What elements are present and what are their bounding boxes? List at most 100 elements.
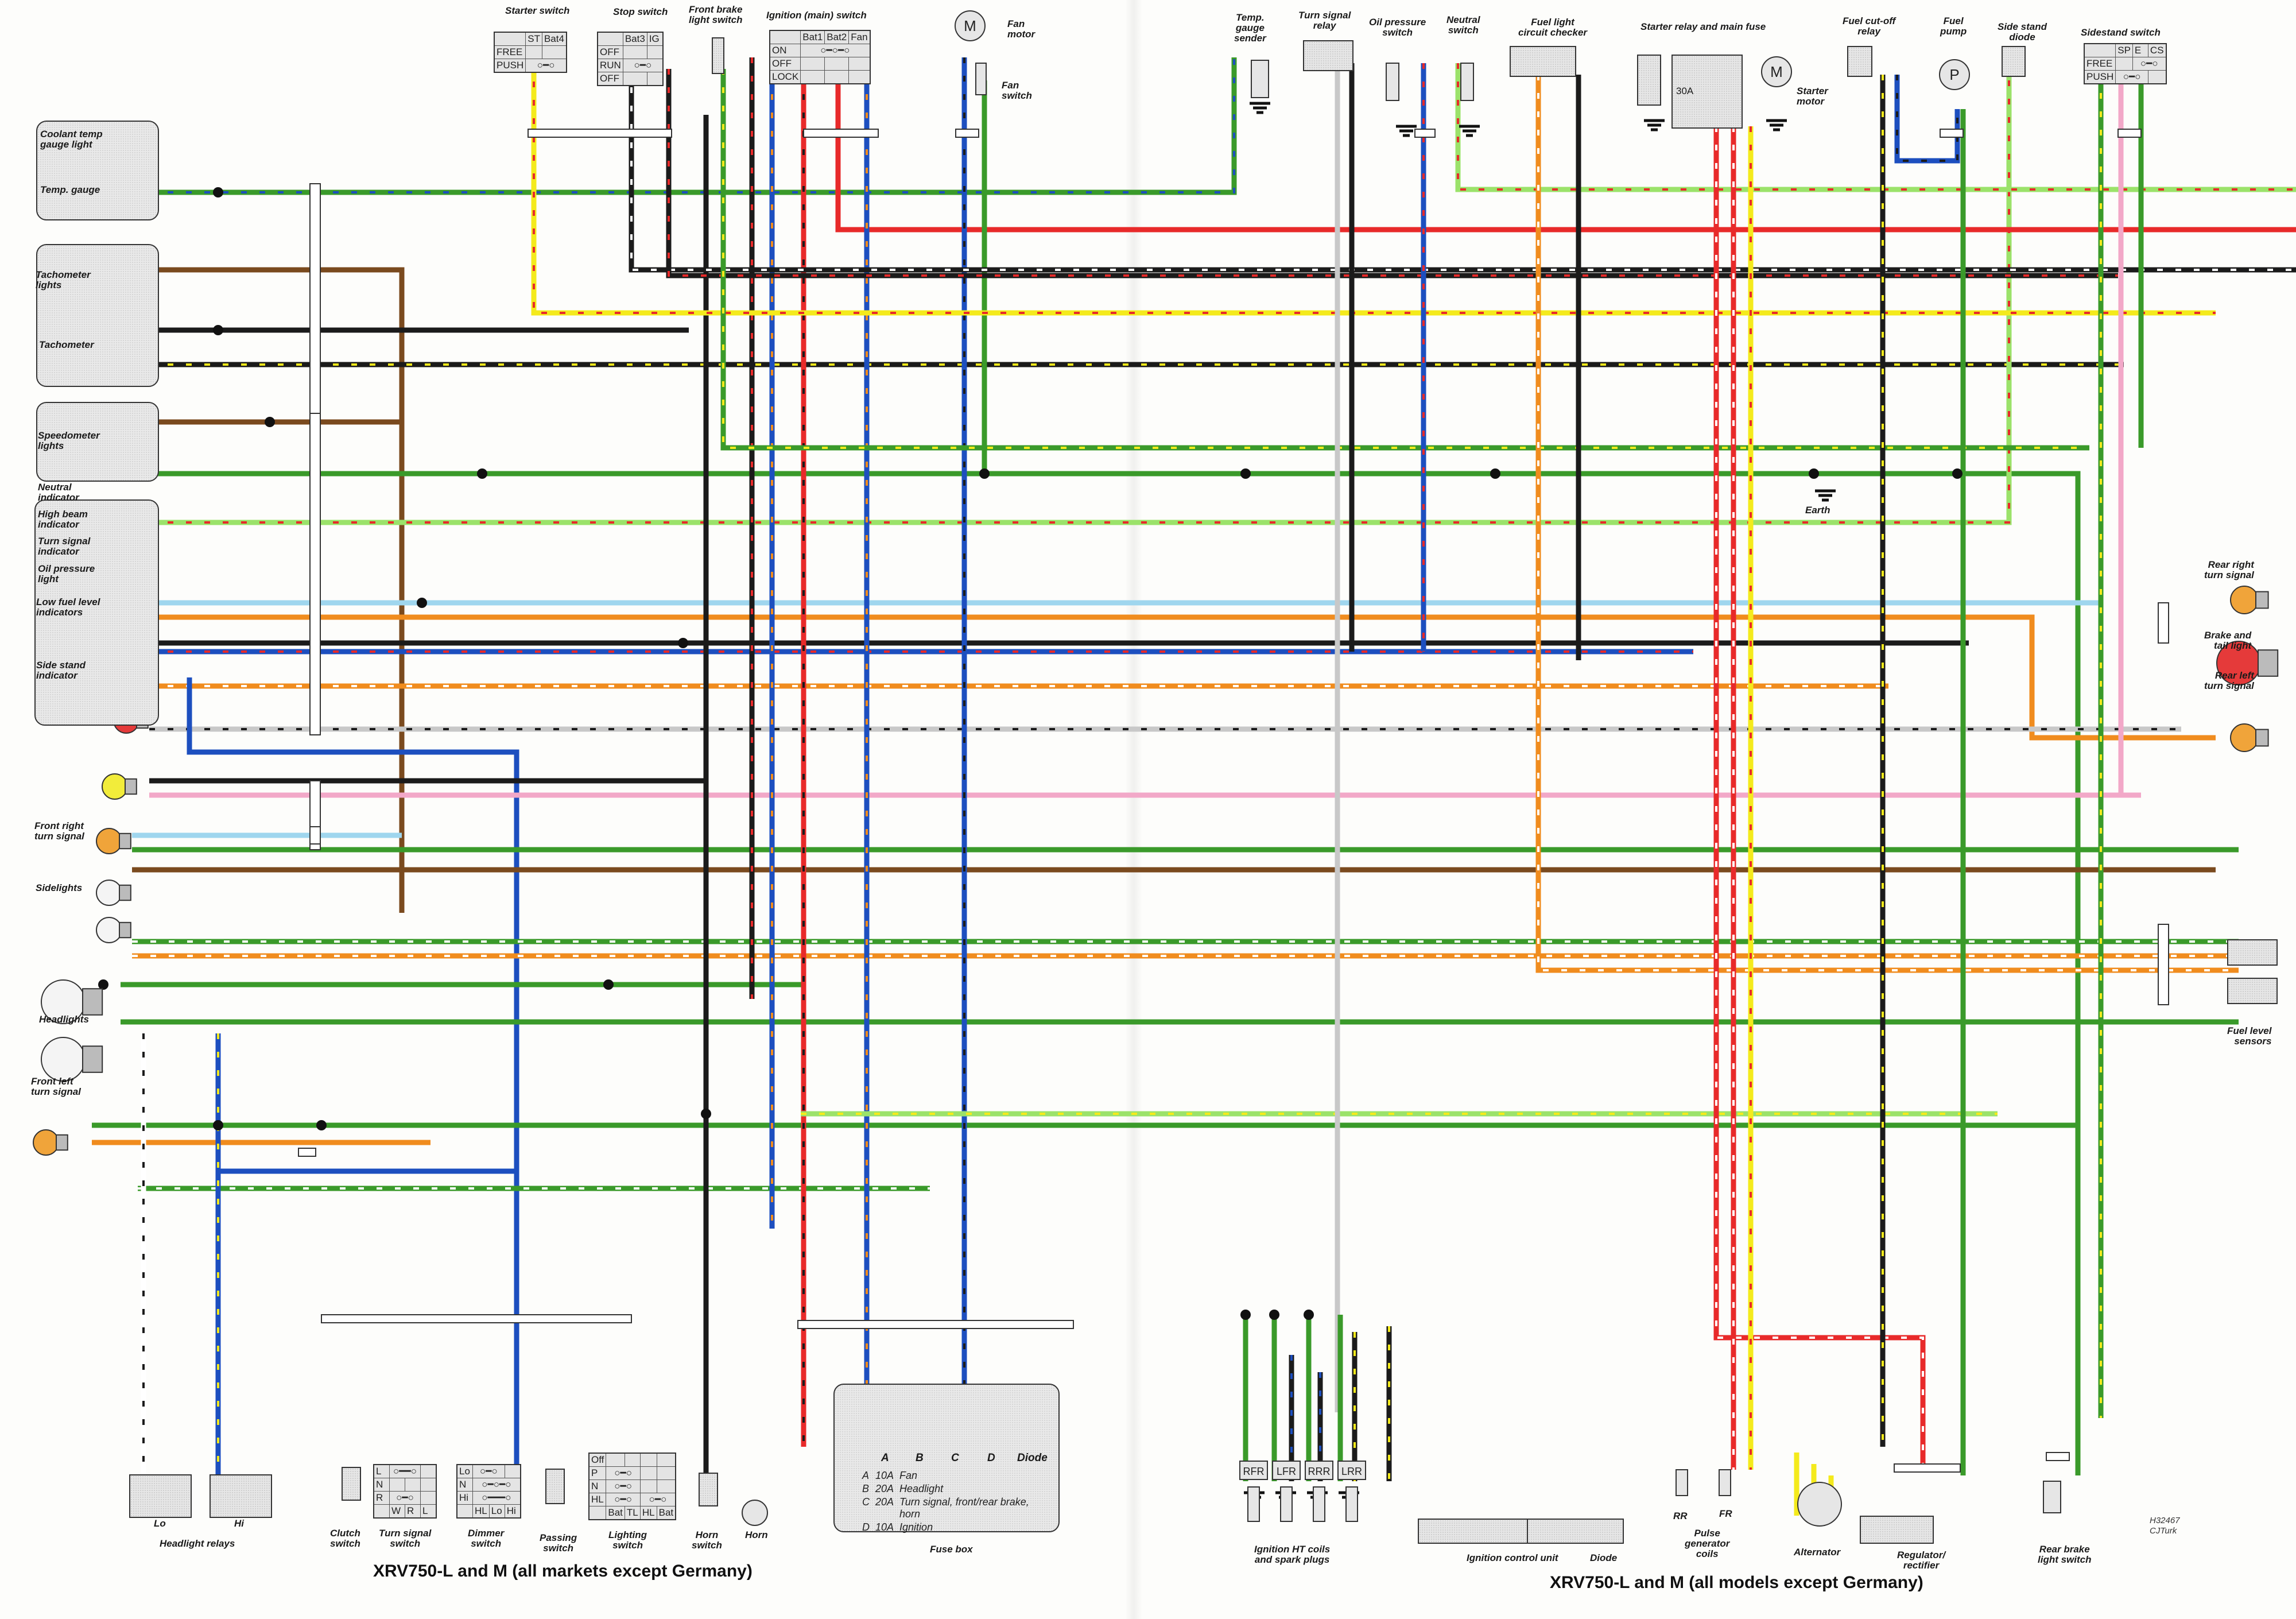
ts-switch-row: N: [373, 1478, 390, 1492]
tachometer-lights-label: Tachometer lights: [36, 269, 91, 291]
ignition-switch-col: Bat1: [800, 30, 825, 44]
fuse-letter-a: A: [881, 1452, 889, 1464]
fuel-light-circuit-checker-label: Fuel light circuit checker: [1518, 17, 1588, 38]
connector-block: [1894, 1463, 1961, 1473]
connector-block: [955, 129, 979, 138]
ignition-switch-col: Bat2: [824, 30, 850, 44]
dimmer-col: Lo: [488, 1504, 505, 1519]
rear-left-turn-signal-label: Rear left turn signal: [2204, 670, 2254, 691]
wire-tracer-red: [149, 75, 2011, 524]
front-brake-light-switch[interactable]: [712, 37, 724, 74]
headlight-relays-label: Headlight relays: [160, 1538, 235, 1549]
passing-switch[interactable]: [545, 1469, 565, 1504]
earth-label: Earth: [1805, 505, 1830, 516]
junction-dot: [213, 187, 223, 197]
starter-relay: [1671, 55, 1743, 129]
fuse-letter-b: B: [916, 1452, 924, 1464]
ignition-switch-col: [769, 30, 801, 44]
connector-block: [2117, 129, 2142, 138]
connector-block: [1940, 129, 1964, 138]
connector-block: [2158, 924, 2169, 1005]
ht-coil-tag: [1239, 1461, 1268, 1480]
spark-plug-icon: [1313, 1486, 1325, 1522]
temp-sender-icon: [1251, 60, 1269, 98]
side-stand-diode: [2002, 46, 2026, 77]
connector-block: [321, 1314, 632, 1323]
connector-block: [298, 1148, 316, 1157]
wire-light_green-red: [1455, 63, 2296, 192]
spark-plug-icon: [1247, 1486, 1260, 1522]
bulb-socket: [82, 1045, 103, 1073]
sidelights-label: Sidelights: [36, 882, 83, 893]
bulb-socket: [56, 1134, 68, 1151]
fuel-level-sensor-2: [2227, 978, 2278, 1004]
clutch-switch[interactable]: [342, 1467, 361, 1501]
bulb-socket: [2258, 649, 2279, 677]
high-beam-indicator-label: High beam indicator: [38, 509, 88, 530]
ht-coil-tag: [1337, 1461, 1366, 1480]
wire-brown: [149, 267, 405, 913]
rear-brake-light-switch-label: Rear brake light switch: [2038, 1544, 2092, 1565]
fuel-level-sensor-1: [2227, 939, 2278, 966]
bulb-icon: [2230, 586, 2259, 614]
relay-hi-label: Hi: [234, 1518, 244, 1529]
lighting-col: Bat: [606, 1506, 625, 1520]
fan-motor-label: Fan motor: [1007, 18, 1035, 40]
battery: [1637, 55, 1661, 106]
bulb-socket: [119, 832, 131, 850]
pulse-coil-fr-icon: [1719, 1469, 1731, 1496]
dimmer-switch-label: Dimmer switch: [468, 1528, 505, 1549]
pulse-coil-rr-icon: [1676, 1469, 1688, 1496]
dimmer-col: HL: [472, 1504, 490, 1519]
relay-lo-label: Lo: [154, 1518, 166, 1529]
stop-switch-row: OFF: [597, 45, 623, 59]
bulb-socket: [119, 884, 131, 901]
ht-coil-tag-text: LFR: [1277, 1466, 1296, 1477]
wire-orange: [149, 614, 2216, 741]
horn-switch[interactable]: [699, 1473, 718, 1506]
spark-plug-icon: [1280, 1486, 1293, 1522]
sidestand-switch-col: SP: [2115, 43, 2133, 57]
connector-block: [528, 129, 672, 138]
ignition-switch-row: LOCK: [769, 70, 801, 84]
lighting-switch-label: Lighting switch: [608, 1529, 647, 1551]
ht-coil-tag-text: LRR: [1341, 1466, 1362, 1477]
fuel-level-sensors-label: Fuel level sensors: [2227, 1025, 2272, 1047]
lighting-row: N: [588, 1479, 607, 1493]
dimmer-row: Hi: [456, 1491, 473, 1505]
dimmer-row: N: [456, 1478, 473, 1492]
bulb-icon: [96, 880, 122, 906]
wire-tracer-yellow: [722, 69, 2089, 450]
starter-switch-row: FREE: [494, 45, 526, 59]
junction-dot: [979, 468, 990, 479]
side-stand-indicator-label: Side stand indicator: [36, 660, 86, 681]
ts-switch-col: L: [420, 1504, 437, 1519]
wire-red: [835, 57, 2296, 233]
junction-dot: [1240, 1310, 1251, 1320]
temp-gauge-sender-label: Temp. gauge sender: [1234, 12, 1266, 44]
icu-diode-label: Diode: [1590, 1552, 1618, 1563]
pulse-fr-label: FR: [1719, 1508, 1732, 1519]
ts-switch-row: R: [373, 1491, 390, 1505]
starter-switch-label: Starter switch: [505, 5, 570, 16]
bulb-socket: [82, 988, 103, 1016]
horn-switch-label: Horn switch: [692, 1529, 722, 1551]
lighting-col: HL: [639, 1506, 657, 1520]
wire-tracer-red: [1456, 63, 2296, 191]
lighting-col: TL: [624, 1506, 641, 1520]
ignition-switch-row: OFF: [769, 57, 801, 71]
oil-pressure-light-label: Oil pressure light: [38, 563, 95, 584]
wire-yellow-red: [531, 63, 2216, 316]
starter-switch-col: Bat4: [541, 32, 567, 46]
sidestand-switch-col: CS: [2147, 43, 2167, 57]
